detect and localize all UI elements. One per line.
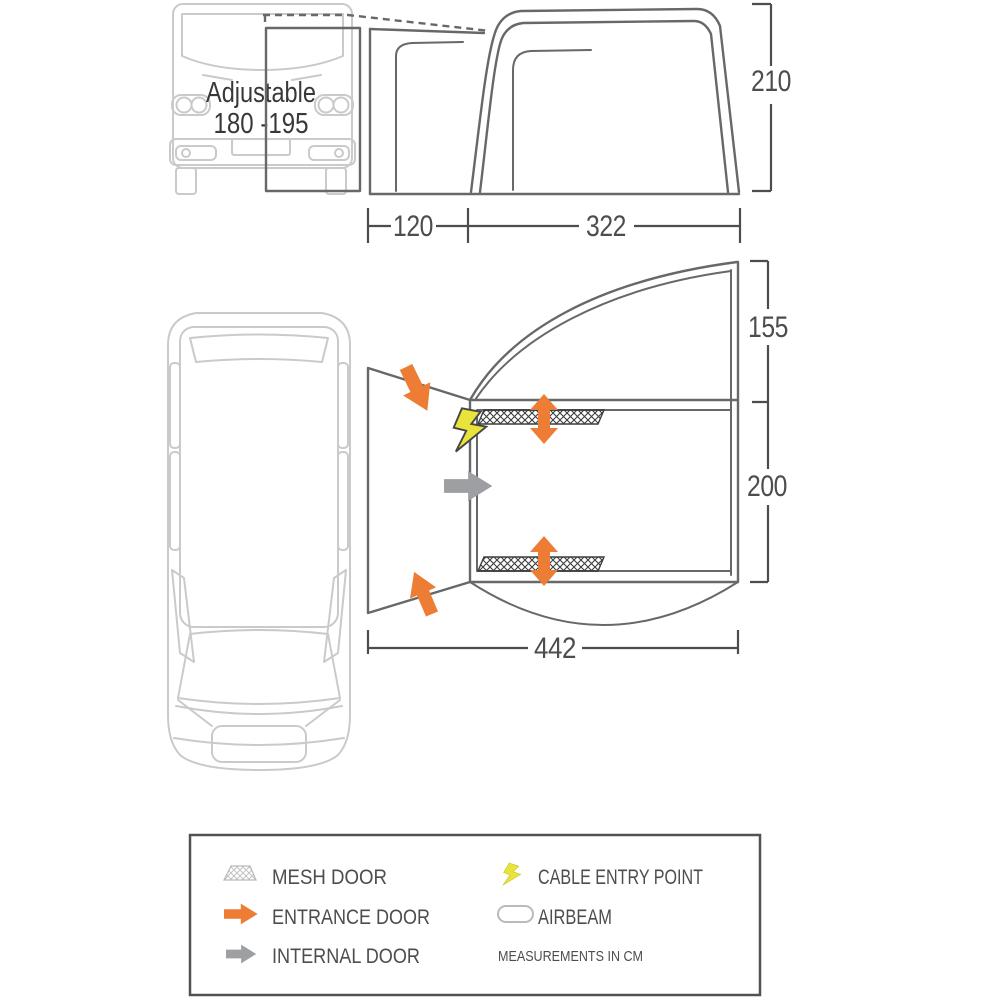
mesh-door-icon	[223, 865, 257, 881]
dimension-bracket-442	[366, 630, 740, 654]
dimension-value-155: 155	[748, 311, 788, 344]
van-top-body	[167, 312, 351, 771]
legend-measurements-note: MEASUREMENTS IN CM	[498, 948, 643, 965]
dimension-bracket-120-322	[366, 208, 742, 243]
van-front-door-window-right	[323, 569, 347, 663]
legend: MESH DOOR ENTRANCE DOOR INTERNAL DOOR CA…	[188, 833, 762, 997]
internal-door-arrow	[444, 471, 493, 501]
dimension-height-210: 210	[751, 2, 792, 193]
legend-label-internal-door: INTERNAL DOOR	[272, 945, 420, 968]
van-side-window	[337, 362, 349, 449]
connection-tunnel-side	[264, 26, 362, 193]
van-front-body	[172, 3, 353, 169]
van-top-grille	[211, 725, 307, 763]
van-front-bumper	[169, 138, 356, 166]
awning-tunnel-window-line	[395, 41, 464, 192]
van-top-rear-window	[189, 333, 329, 363]
porch-beam-inner-arc	[474, 270, 732, 401]
van-top-roof	[179, 326, 339, 628]
dimension-value-200: 200	[747, 470, 787, 503]
front-door-swing-arc	[469, 581, 739, 626]
van-side-window	[169, 451, 181, 551]
bumper-lamp-lens	[334, 148, 344, 158]
awning-dome-outer-beam	[469, 7, 741, 194]
dimension-depth-155-200: 155 200	[747, 259, 789, 584]
awning-dome-window-line	[512, 49, 592, 191]
dimension-value-442: 442	[534, 632, 576, 665]
legend-label-airbeam: AIRBEAM	[538, 906, 612, 929]
bumper-lamp	[175, 145, 217, 161]
dimension-width-120-322: 120 322	[366, 208, 742, 243]
legend-label-entrance-door: ENTRANCE DOOR	[272, 906, 430, 929]
van-top-hood-lines	[173, 705, 345, 746]
legend-border	[188, 833, 762, 997]
awning-dome-inner-beam	[478, 19, 730, 194]
legend-label-mesh-door: MESH DOOR	[272, 866, 387, 889]
van-front-wipers	[202, 74, 322, 81]
van-front-windshield	[181, 13, 344, 71]
dimension-width-442: 442	[366, 630, 740, 665]
entrance-door-arrow-tunnel-bottom	[401, 566, 446, 620]
dimension-value-120: 120	[393, 210, 433, 243]
roof-connection-dashed-line	[263, 13, 491, 33]
van-hood-creases	[177, 699, 341, 727]
headlight-lens	[317, 96, 335, 114]
van-front-headlight-right	[314, 94, 354, 116]
side-view-section: Adjustable 180 -195 210 120 322	[169, 2, 792, 243]
plan-view-section: 155 200 442	[167, 259, 789, 771]
awning-side-profile	[368, 7, 741, 196]
van-adjustable-label-line1: Adjustable	[206, 77, 316, 109]
awning-tunnel-top-edge	[368, 27, 486, 35]
headlight-lens	[175, 96, 193, 114]
bumper-lamp-lens	[181, 148, 191, 158]
van-side-window	[169, 362, 181, 449]
dimension-value-210: 210	[751, 65, 791, 98]
airbeam-icon	[497, 905, 534, 923]
van-front-wheel-right	[325, 167, 347, 195]
van-front-door-window-left	[171, 569, 195, 663]
dimension-bracket-155-200	[750, 259, 770, 584]
headlight-lens	[190, 96, 208, 114]
bumper-lamp	[308, 145, 350, 161]
headlight-lens	[332, 96, 350, 114]
van-side-window	[337, 451, 349, 551]
van-adjustable-label-line2: 180 -195	[214, 108, 309, 140]
van-front-view	[169, 3, 356, 195]
van-front-plate	[231, 138, 291, 156]
van-top-windshield	[177, 629, 341, 705]
van-front-headlight-left	[171, 94, 211, 116]
van-front-wheel-left	[175, 167, 197, 195]
dimension-bracket-210	[752, 2, 773, 193]
dimension-value-322: 322	[586, 210, 626, 243]
legend-label-cable-entry: CABLE ENTRY POINT	[538, 866, 703, 889]
porch-beam-outer-arc	[468, 260, 739, 402]
van-top-view	[167, 312, 351, 771]
